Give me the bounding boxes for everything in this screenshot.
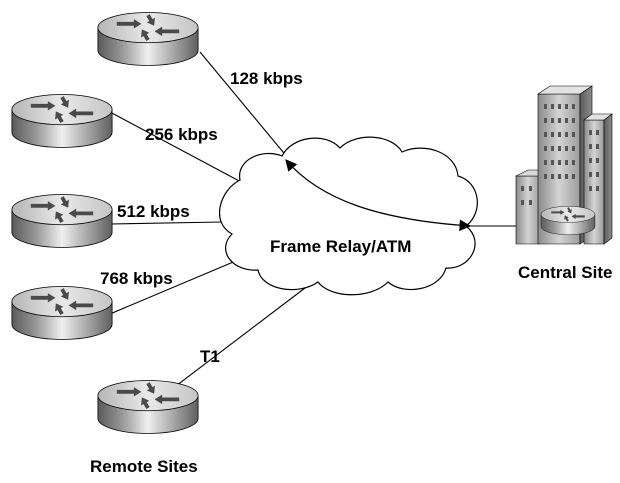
remote-sites-label: Remote Sites	[90, 457, 198, 476]
link-line-256	[109, 111, 244, 184]
router-icon	[97, 379, 199, 434]
link-label-t1: T1	[200, 347, 220, 366]
router-icon	[11, 285, 113, 340]
link-line-512	[109, 221, 223, 225]
double-arrow-path	[285, 159, 472, 232]
router-icon	[11, 193, 113, 248]
router-icon	[97, 11, 199, 66]
link-label-256: 256 kbps	[145, 125, 218, 144]
cloud-icon	[219, 136, 478, 296]
cloud-label: Frame Relay/ATM	[270, 237, 411, 256]
link-label-512: 512 kbps	[117, 202, 190, 221]
central-site-label: Central Site	[518, 263, 612, 282]
link-line-768	[109, 259, 239, 315]
link-label-768: 768 kbps	[100, 269, 173, 288]
link-line-t1	[167, 287, 306, 393]
router-icon	[11, 93, 113, 148]
link-lines	[109, 51, 552, 393]
central-router-icon	[540, 205, 596, 236]
link-label-128: 128 kbps	[230, 69, 303, 88]
building-icon	[515, 85, 613, 245]
link-line-128	[199, 51, 289, 159]
